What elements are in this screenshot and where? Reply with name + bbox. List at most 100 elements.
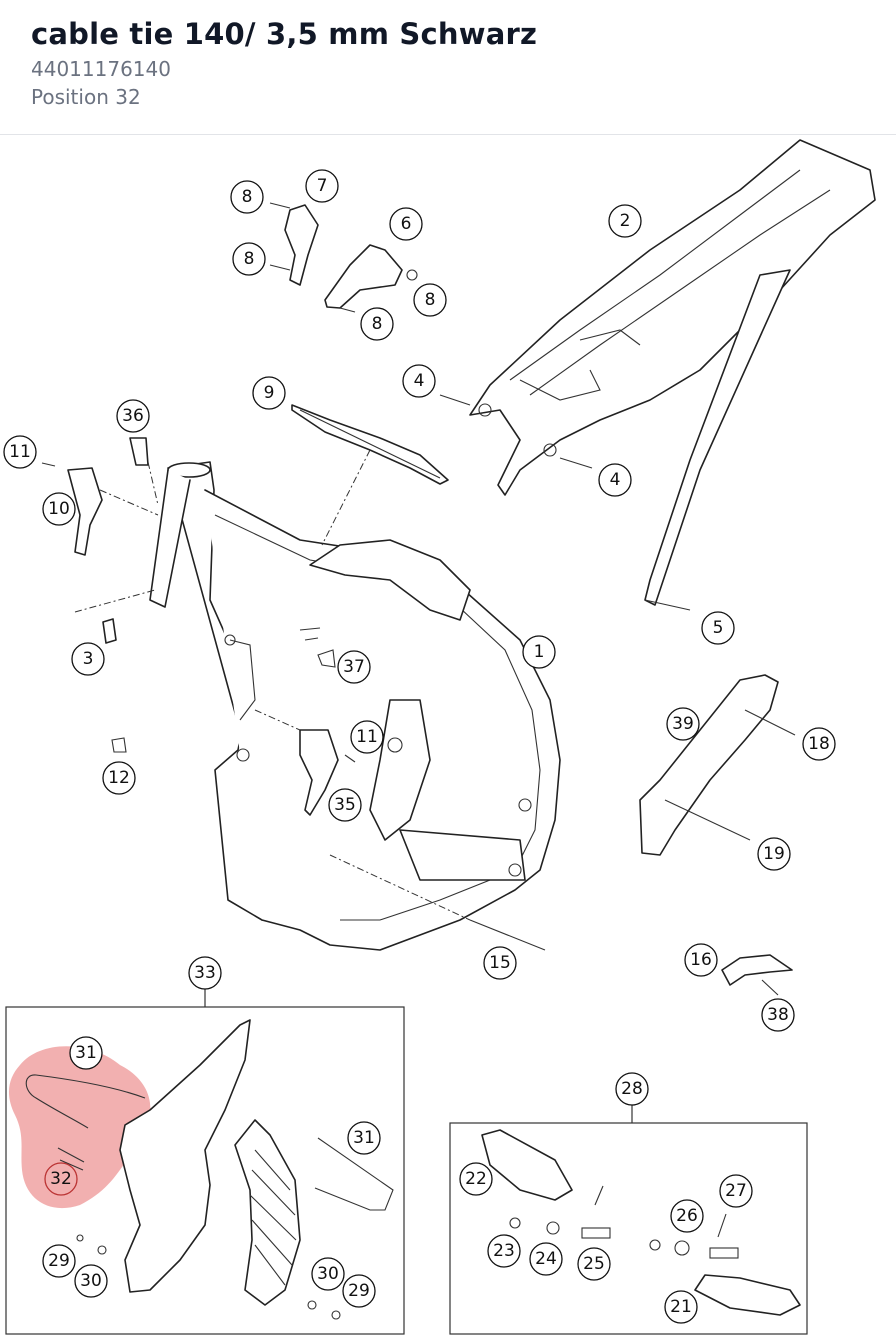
callout-label: 7: [317, 176, 328, 196]
callout-23[interactable]: 23: [487, 1234, 521, 1268]
callout-38[interactable]: 38: [761, 998, 795, 1032]
callout-label: 30: [317, 1264, 339, 1284]
callout-25[interactable]: 25: [577, 1247, 611, 1281]
cable-tie-31b: [314, 1137, 394, 1211]
callout-26[interactable]: 26: [670, 1199, 704, 1233]
callout-circle: [328, 788, 362, 822]
callout-label: 1: [534, 642, 545, 662]
leader-3: [74, 589, 156, 613]
callout-circle: [74, 1264, 108, 1298]
callout-31[interactable]: 31: [347, 1121, 381, 1155]
chain-slider-39: [639, 674, 779, 856]
callout-8[interactable]: 8: [230, 180, 264, 214]
callout-9[interactable]: 9: [252, 376, 286, 410]
callout-35[interactable]: 35: [328, 788, 362, 822]
callout-3[interactable]: 3: [71, 642, 105, 676]
callout-circle: [598, 463, 632, 497]
callout-label: 8: [372, 314, 383, 334]
callout-label: 8: [242, 187, 253, 207]
callout-label: 35: [334, 795, 356, 815]
callout-31[interactable]: 31: [69, 1036, 103, 1070]
callout-36[interactable]: 36: [116, 399, 150, 433]
callout-circle: [188, 956, 222, 990]
callout-27[interactable]: 27: [719, 1174, 753, 1208]
callout-circle: [802, 727, 836, 761]
callout-circle: [413, 283, 447, 317]
callout-label: 8: [425, 290, 436, 310]
clip-37: [317, 649, 336, 668]
callout-circle: [701, 611, 735, 645]
callout-label: 31: [353, 1128, 375, 1148]
bolt-15: [469, 919, 546, 951]
frame-protector-left: [119, 1019, 251, 1293]
callout-21[interactable]: 21: [664, 1290, 698, 1324]
frame-part: [149, 461, 561, 951]
callout-19[interactable]: 19: [757, 837, 791, 871]
callout-16[interactable]: 16: [684, 943, 718, 977]
part-position: Position 32: [31, 85, 141, 109]
callout-15[interactable]: 15: [483, 946, 517, 980]
callout-37[interactable]: 37: [337, 650, 371, 684]
callout-2[interactable]: 2: [608, 204, 642, 238]
callout-4[interactable]: 4: [402, 364, 436, 398]
callout-30[interactable]: 30: [74, 1264, 108, 1298]
callout-30[interactable]: 30: [311, 1257, 345, 1291]
callout-4[interactable]: 4: [598, 463, 632, 497]
pin-22: [594, 1185, 604, 1206]
callout-8[interactable]: 8: [413, 283, 447, 317]
callout-5[interactable]: 5: [701, 611, 735, 645]
guard-35: [299, 729, 339, 816]
callout-circle: [102, 761, 136, 795]
washer-23: [509, 1217, 521, 1229]
callout-circle: [71, 642, 105, 676]
callout-28[interactable]: 28: [615, 1072, 649, 1106]
callout-circle: [3, 435, 37, 469]
callout-8[interactable]: 8: [360, 307, 394, 341]
nut-8c: [406, 269, 418, 281]
callout-29[interactable]: 29: [42, 1244, 76, 1278]
callout-11[interactable]: 11: [350, 720, 384, 754]
leader-15: [329, 854, 471, 921]
footpeg-22: [481, 1129, 573, 1201]
leader-36: [147, 461, 159, 506]
callout-24[interactable]: 24: [529, 1242, 563, 1276]
bolt-8b: [269, 264, 291, 271]
highlight-blob: [8, 1046, 151, 1209]
bolt-18: [744, 709, 796, 736]
callout-11[interactable]: 11: [3, 435, 37, 469]
callout-32[interactable]: 32: [44, 1162, 78, 1196]
callout-label: 23: [493, 1241, 515, 1261]
callout-1[interactable]: 1: [522, 635, 556, 669]
footpeg-box: [449, 1122, 808, 1335]
callout-circle: [44, 1162, 78, 1196]
callout-18[interactable]: 18: [802, 727, 836, 761]
callout-33[interactable]: 33: [188, 956, 222, 990]
cable-tie-31a: [25, 1074, 146, 1129]
callout-22[interactable]: 22: [459, 1162, 493, 1196]
callout-circle: [529, 1242, 563, 1276]
callout-circle: [487, 1234, 521, 1268]
callout-12[interactable]: 12: [102, 761, 136, 795]
bolt-8d: [339, 307, 356, 313]
part-number: 44011176140: [31, 57, 171, 81]
bolt-26: [709, 1247, 739, 1259]
callout-39[interactable]: 39: [666, 707, 700, 741]
part-header: cable tie 140/ 3,5 mm Schwarz 4401117614…: [0, 0, 896, 135]
callout-circle: [347, 1121, 381, 1155]
callout-6[interactable]: 6: [389, 207, 423, 241]
bolt-4a: [439, 394, 471, 406]
callout-7[interactable]: 7: [305, 169, 339, 203]
callout-label: 3: [83, 649, 94, 669]
bolt-5: [644, 599, 691, 611]
bolt-25: [581, 1227, 611, 1239]
callout-label: 25: [583, 1254, 605, 1274]
callout-label: 21: [670, 1297, 692, 1317]
callout-circle: [230, 180, 264, 214]
callout-circle: [684, 943, 718, 977]
callout-10[interactable]: 10: [42, 492, 76, 526]
callout-8[interactable]: 8: [232, 242, 266, 276]
callout-label: 28: [621, 1079, 643, 1099]
callout-label: 4: [414, 371, 425, 391]
callout-29[interactable]: 29: [342, 1274, 376, 1308]
